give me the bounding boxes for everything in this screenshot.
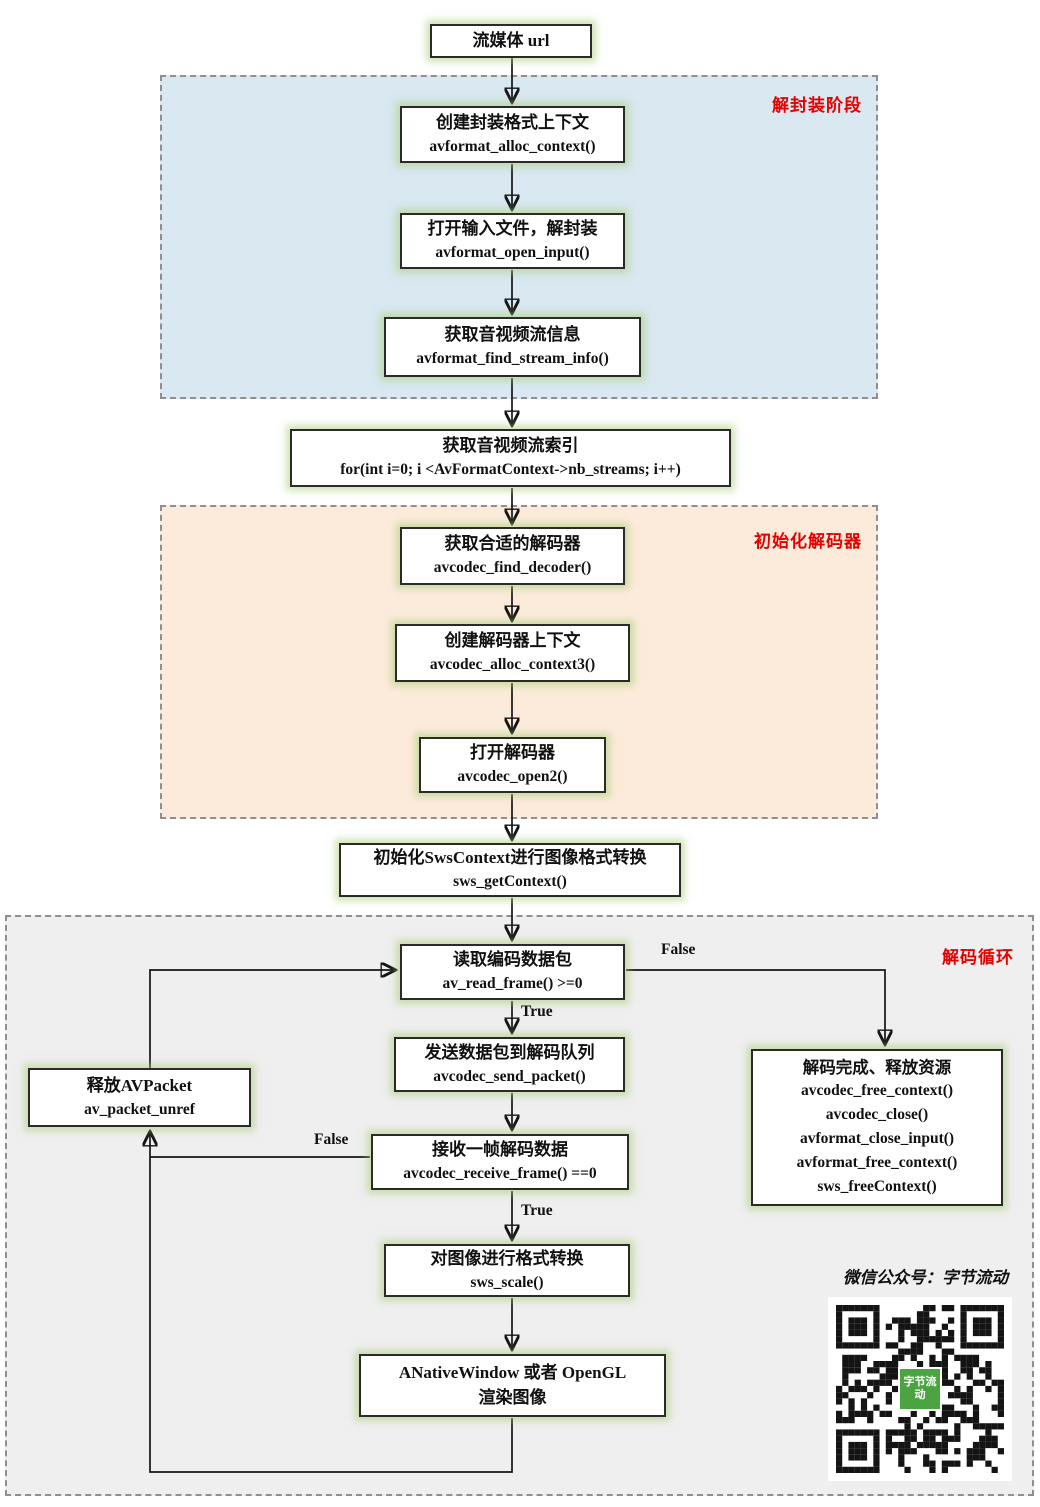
node-code: avformat_find_stream_info() — [416, 350, 609, 368]
node-code: avformat_open_input() — [435, 244, 590, 262]
section-demux-label: 解封装阶段 — [772, 96, 862, 115]
node-avformat-find-stream-info: 获取音视频流信息 avformat_find_stream_info() — [384, 317, 641, 377]
node-title: 读取编码数据包 — [453, 950, 572, 970]
node-title-line2: 渲染图像 — [478, 1387, 547, 1407]
node-code: avcodec_receive_frame() ==0 — [403, 1165, 597, 1183]
node-stream-url: 流媒体 url — [430, 24, 592, 58]
node-title: 打开解码器 — [470, 743, 555, 763]
node-title: 发送数据包到解码队列 — [424, 1042, 595, 1062]
node-title: 对图像进行格式转换 — [430, 1248, 584, 1268]
node-sws-scale: 对图像进行格式转换 sws_scale() — [384, 1244, 630, 1297]
section-init-label: 初始化解码器 — [754, 532, 862, 551]
node-title: 接收一帧解码数据 — [432, 1140, 568, 1160]
edge-label-true: True — [521, 1003, 553, 1020]
node-sws-get-context: 初始化SwsContext进行图像格式转换 sws_getContext() — [339, 843, 681, 897]
node-code: av_packet_unref — [84, 1100, 195, 1118]
node-code: for(int i=0; i <AvFormatContext->nb_stre… — [340, 461, 681, 479]
node-title: 获取音视频流索引 — [442, 436, 579, 456]
node-render-image: ANativeWindow 或者 OpenGL 渲染图像 — [359, 1354, 666, 1417]
node-avformat-open-input: 打开输入文件，解封装 avformat_open_input() — [400, 213, 625, 269]
node-code: avformat_free_context() — [796, 1154, 958, 1172]
arrow-render-loop-to-release — [150, 1133, 513, 1473]
node-code: avcodec_send_packet() — [433, 1067, 586, 1085]
node-title: 创建封装格式上下文 — [436, 112, 589, 132]
node-title: 获取音视频流信息 — [444, 325, 581, 345]
node-title: 解码完成、释放资源 — [802, 1057, 952, 1077]
node-av-read-frame: 读取编码数据包 av_read_frame() >=0 — [400, 944, 625, 1000]
node-title: 流媒体 url — [472, 30, 550, 50]
node-stream-index-loop: 获取音视频流索引 for(int i=0; i <AvFormatContext… — [290, 429, 731, 487]
qr-code: 字节流动 — [828, 1297, 1012, 1481]
node-free-resources: 解码完成、释放资源 avcodec_free_context() avcodec… — [751, 1049, 1003, 1206]
section-loop-label: 解码循环 — [942, 948, 1014, 967]
edge-label-false: False — [314, 1131, 349, 1148]
node-code: avformat_close_input() — [799, 1130, 955, 1148]
node-code: avcodec_find_decoder() — [433, 559, 592, 577]
node-title: 创建解码器上下文 — [444, 631, 581, 651]
node-title: 打开输入文件，解封装 — [427, 219, 598, 239]
node-title: 释放AVPacket — [86, 1075, 193, 1095]
node-title: 获取合适的解码器 — [444, 534, 581, 554]
node-avformat-alloc-context: 创建封装格式上下文 avformat_alloc_context() — [400, 106, 625, 163]
node-code: avcodec_open2() — [457, 768, 568, 786]
node-code: avcodec_close() — [825, 1106, 929, 1124]
node-av-packet-unref: 释放AVPacket av_packet_unref — [28, 1068, 251, 1127]
node-avcodec-alloc-context3: 创建解码器上下文 avcodec_alloc_context3() — [395, 624, 630, 682]
node-avcodec-send-packet: 发送数据包到解码队列 avcodec_send_packet() — [394, 1037, 625, 1092]
arrow-read-false-to-free — [626, 969, 885, 1043]
node-title: ANativeWindow 或者 OpenGL — [398, 1362, 627, 1382]
node-code: sws_freeContext() — [817, 1178, 937, 1196]
node-code: avformat_alloc_context() — [429, 137, 596, 155]
node-code: avcodec_free_context() — [800, 1082, 954, 1100]
node-avcodec-find-decoder: 获取合适的解码器 avcodec_find_decoder() — [400, 527, 625, 585]
node-avcodec-open2: 打开解码器 avcodec_open2() — [419, 737, 606, 793]
node-code: avcodec_alloc_context3() — [429, 656, 596, 674]
edge-label-false: False — [661, 941, 696, 958]
qr-center-logo: 字节流动 — [898, 1367, 942, 1411]
node-code: av_read_frame() >=0 — [442, 975, 583, 993]
wechat-account-caption: 微信公众号：字节流动 — [843, 1268, 1008, 1287]
node-title: 初始化SwsContext进行图像格式转换 — [373, 848, 647, 868]
arrow-release-to-read — [149, 970, 394, 1068]
node-avcodec-receive-frame: 接收一帧解码数据 avcodec_receive_frame() ==0 — [371, 1134, 629, 1190]
edge-label-true: True — [521, 1202, 553, 1219]
node-code: sws_scale() — [470, 1273, 544, 1291]
node-code: sws_getContext() — [453, 873, 567, 891]
